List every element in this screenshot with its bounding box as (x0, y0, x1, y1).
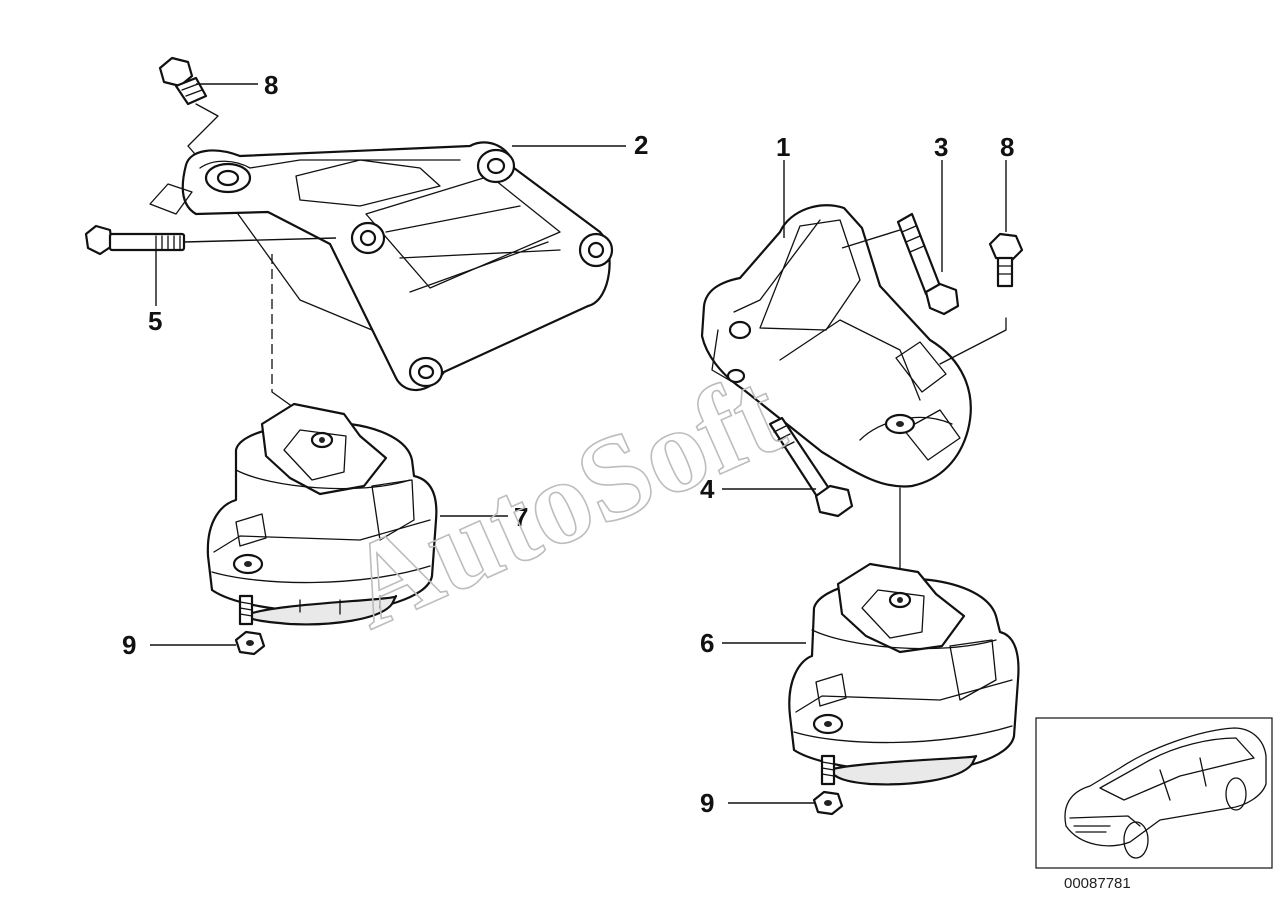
diagram-code: 00087781 (1064, 875, 1131, 892)
callout-6: 6 (700, 628, 714, 658)
callout-4: 4 (700, 474, 715, 504)
callout-9-left: 9 (122, 630, 136, 660)
leader-3-to-bracket (841, 229, 901, 249)
bolt-5 (84, 224, 186, 256)
mount-6 (788, 562, 1020, 786)
bolt-8-left (158, 56, 208, 106)
mount-7 (206, 402, 438, 626)
leader-5-shaft (183, 237, 337, 243)
callout-9-right: 9 (700, 788, 714, 818)
leader-8-right-to-bracket (939, 317, 1007, 365)
callout-5: 5 (148, 306, 162, 336)
callout-8-right: 8 (1000, 132, 1014, 162)
bolt-3 (896, 212, 960, 316)
bolt-8-right (988, 232, 1024, 288)
callout-8-left: 8 (264, 70, 278, 100)
bracket-2 (149, 141, 614, 392)
nut-9-left (234, 630, 266, 656)
nut-9-right (812, 790, 844, 816)
callout-1: 1 (776, 132, 790, 162)
bracket-1 (700, 204, 972, 488)
callout-3: 3 (934, 132, 948, 162)
car-icon (1064, 727, 1267, 859)
callout-2: 2 (634, 130, 648, 160)
callout-7: 7 (514, 502, 528, 532)
bolt-4 (768, 416, 854, 518)
vehicle-thumbnail (1035, 717, 1273, 869)
